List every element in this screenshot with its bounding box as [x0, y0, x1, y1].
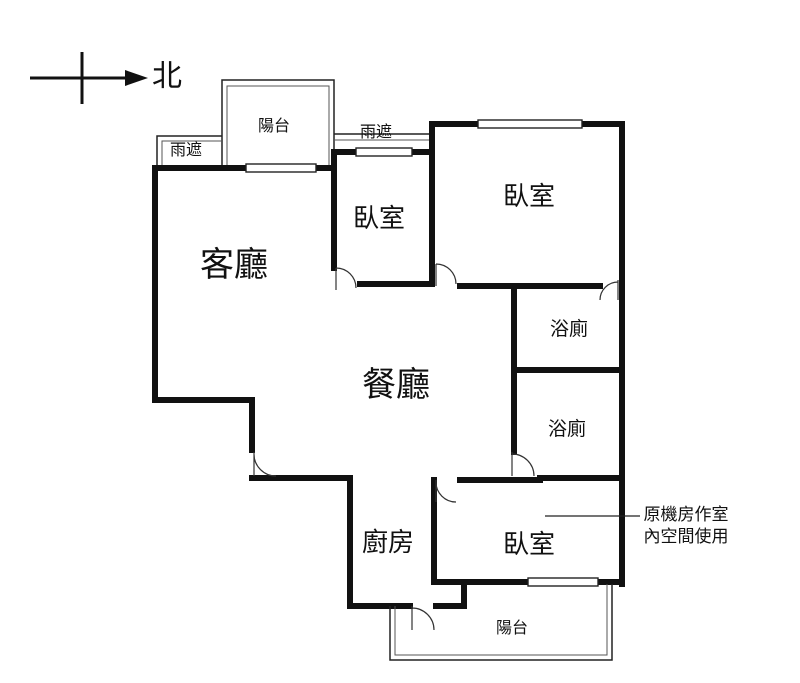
bathroom-2-label: 浴廁 — [548, 418, 587, 440]
walls — [152, 121, 625, 609]
balcony-top-outline — [221, 79, 335, 166]
bedroom-master-label: 臥室 — [503, 182, 556, 212]
living-room-label: 客廳 — [200, 245, 268, 285]
kitchen-label: 廚房 — [362, 528, 415, 558]
compass-label: 北 — [152, 59, 182, 94]
bedroom-south-label: 臥室 — [503, 530, 556, 560]
north-arrow-icon — [30, 52, 148, 104]
canopy-right-outline — [334, 133, 432, 141]
machine-room-note: 原機房作室內空間使用 — [643, 505, 729, 547]
canopy-left-label: 雨遮 — [170, 140, 203, 159]
bathroom-1-label: 浴廁 — [550, 318, 589, 340]
bedroom-small-label: 臥室 — [353, 204, 406, 234]
dining-room-label: 餐廳 — [362, 365, 430, 405]
balcony-bottom-outline — [389, 584, 613, 661]
canopy-right-label: 雨遮 — [360, 122, 393, 141]
canopy-left-outline — [156, 135, 222, 166]
balcony-bottom-label: 陽台 — [496, 618, 529, 637]
balcony-top-label: 陽台 — [258, 116, 291, 135]
door-swings — [253, 263, 619, 631]
windows — [245, 119, 599, 587]
